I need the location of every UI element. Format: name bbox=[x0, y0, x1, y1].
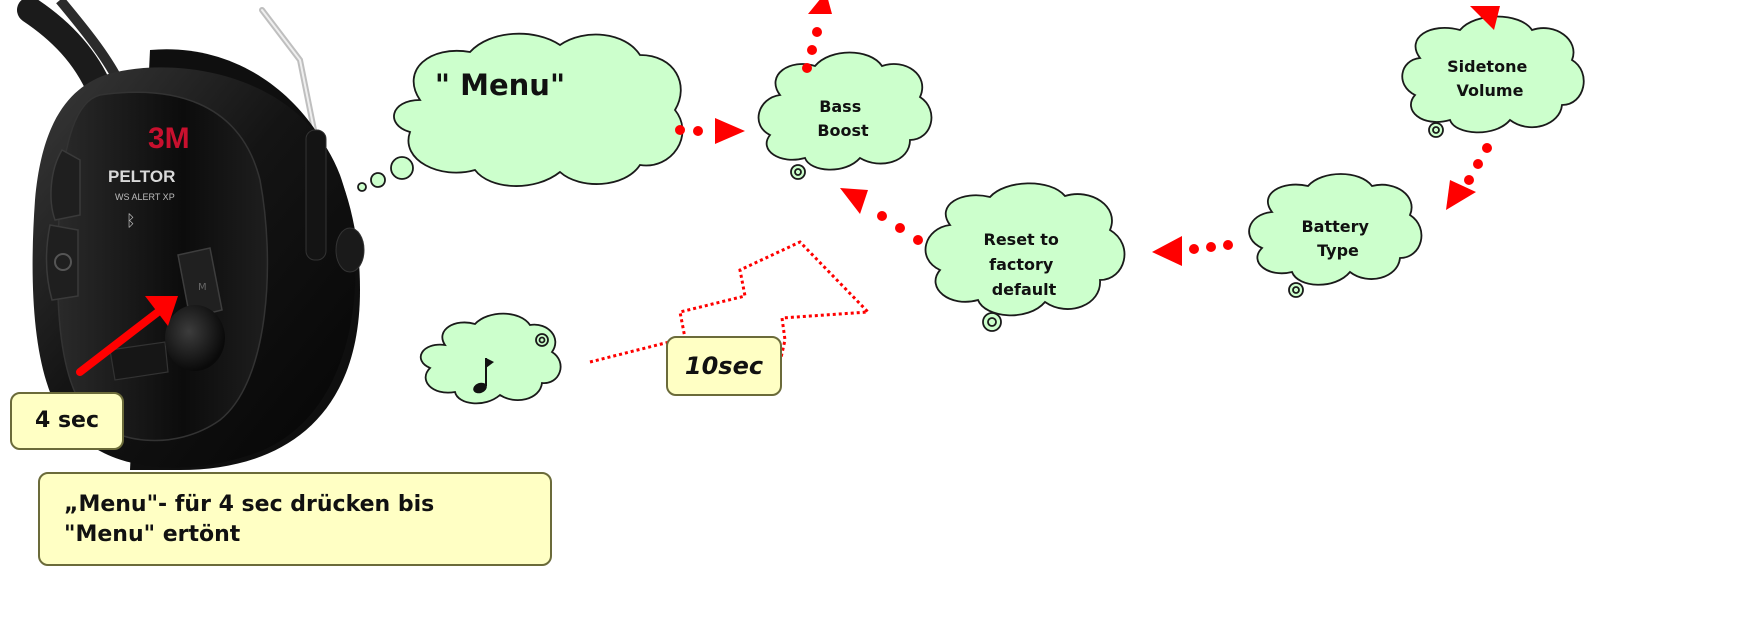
cloud-tone bbox=[419, 312, 562, 405]
instruction-box: „Menu"- für 4 sec drücken bis "Menu" ert… bbox=[38, 472, 552, 566]
sidetone-line2: Volume bbox=[1457, 81, 1524, 100]
arrow-bass-up bbox=[802, 0, 832, 73]
arrow-sidetone-to-battery bbox=[1446, 143, 1492, 210]
svg-text:M: M bbox=[198, 282, 207, 293]
reset-line3: default bbox=[992, 280, 1057, 299]
battery-line1: Battery bbox=[1301, 217, 1369, 236]
timeout-bolt bbox=[589, 240, 872, 366]
arrow-press-menu-button bbox=[76, 296, 178, 376]
cloud-reset-factory-default bbox=[924, 182, 1126, 317]
hold-time-text: 4 sec bbox=[34, 408, 100, 433]
bluetooth-icon: ᛒ bbox=[126, 211, 136, 230]
battery-line2: Type bbox=[1317, 241, 1359, 260]
brand-logo: 3M bbox=[148, 122, 190, 155]
cloud-battery-type bbox=[1248, 173, 1423, 286]
cloud-bass-boost bbox=[757, 51, 933, 171]
reset-line2: factory bbox=[989, 255, 1054, 274]
instruction-line2: "Menu" ertönt bbox=[64, 522, 241, 547]
cloud-menu bbox=[393, 32, 684, 187]
arrow-battery-to-reset bbox=[1152, 236, 1233, 266]
bass-boost-line1: Bass bbox=[819, 97, 861, 116]
timeout-text: 10sec bbox=[684, 352, 764, 380]
model-sub: WS ALERT XP bbox=[115, 192, 175, 202]
arrow-reset-to-bass bbox=[840, 188, 923, 245]
svg-text:Reset to factory defau: Reset to factory default bbox=[984, 230, 1065, 299]
instruction-line1: „Menu"- für 4 sec drücken bis bbox=[64, 492, 435, 517]
svg-text:Sidetone Volume: Sidetone Volume bbox=[1447, 57, 1533, 100]
svg-text:Bass Boost: Bass Boost bbox=[817, 97, 869, 140]
music-note-icon bbox=[473, 358, 494, 394]
svg-text:Battery Type: Battery Type bbox=[1301, 217, 1374, 260]
model-name: PELTOR bbox=[108, 167, 175, 186]
hold-time-label: 4 sec bbox=[10, 392, 124, 450]
reset-line1: Reset to bbox=[984, 230, 1059, 249]
arrow-menu-to-bass bbox=[675, 118, 745, 144]
timeout-label: 10sec bbox=[666, 336, 782, 396]
menu-cloud-label: " Menu" bbox=[435, 68, 565, 102]
arrow-top-to-sidetone bbox=[1470, 6, 1500, 30]
cloud-sidetone-volume bbox=[1401, 15, 1585, 134]
bass-boost-line2: Boost bbox=[817, 121, 869, 140]
sidetone-line1: Sidetone bbox=[1447, 57, 1527, 76]
